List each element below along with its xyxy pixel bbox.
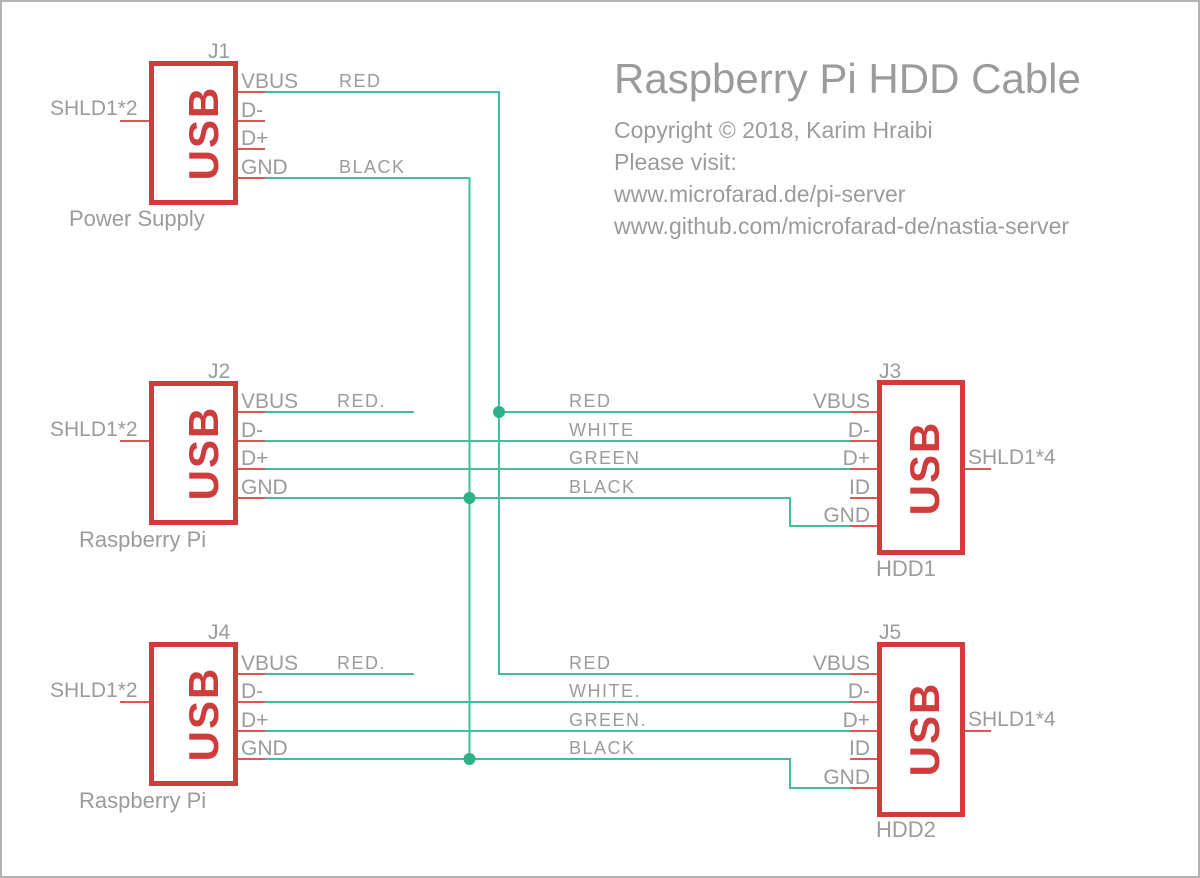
page-title: Raspberry Pi HDD Cable <box>614 55 1081 102</box>
junction-dot-black-mid <box>463 492 476 504</box>
pin-label-j1-gnd: GND <box>241 156 288 179</box>
wire-black-main <box>265 177 471 759</box>
pin-label-j3-id: ID <box>849 476 870 499</box>
pin-label-j2-dminus: D- <box>241 419 264 442</box>
pin-stubs-j5 <box>850 673 991 789</box>
junction-dot-black-low <box>463 753 476 765</box>
pin-label-j5-dplus: D+ <box>842 709 870 732</box>
wire-label-low-white: WHITE. <box>569 681 641 701</box>
wire-label-j4-red: RED. <box>337 653 387 673</box>
pin-label-j1-dplus: D+ <box>241 127 269 150</box>
refdes-j4: J4 <box>208 621 231 644</box>
pin-label-j4-dplus: D+ <box>241 709 269 732</box>
pin-label-j3-dplus: D+ <box>842 447 870 470</box>
wire-black-branch-hdd1 <box>265 497 850 527</box>
wire-label-mid-black: BLACK <box>569 477 636 497</box>
pin-stubs-j3 <box>850 411 991 527</box>
connector-name-j2: Raspberry Pi <box>79 527 207 552</box>
pin-label-j5-dminus: D- <box>847 680 870 703</box>
wire-label-mid-green: GREEN <box>569 448 641 468</box>
net-black-wires <box>265 177 850 789</box>
pin-label-j3-vbus: VBUS <box>812 390 870 413</box>
wire-label-low-red: RED <box>569 653 612 673</box>
pin-label-j4-gnd: GND <box>241 737 288 760</box>
pin-stubs-j2 <box>120 411 265 499</box>
refdes-j1: J1 <box>208 40 231 63</box>
refdes-j2: J2 <box>208 360 231 383</box>
usb-symbol-label-j5: USB <box>901 681 948 777</box>
pin-label-j2-gnd: GND <box>241 476 288 499</box>
connector-body-j3 <box>877 380 965 555</box>
pin-label-j1-vbus: VBUS <box>241 70 299 93</box>
url-github: www.github.com/microfarad-de/nastia-serv… <box>614 213 1070 239</box>
pin-label-j3-dminus: D- <box>847 419 870 442</box>
wire-red-main <box>265 91 850 675</box>
wire-black-branch-hdd2 <box>265 758 850 789</box>
wire-label-low-green: GREEN. <box>569 710 648 730</box>
usb-symbol-label-j4: USB <box>180 666 227 762</box>
pin-label-j5-id: ID <box>849 737 870 760</box>
pin-stubs-j4 <box>120 673 265 760</box>
connector-name-j3: HDD1 <box>876 556 936 581</box>
connector-body-j1 <box>149 61 238 205</box>
pin-label-j3-gnd: GND <box>823 504 870 527</box>
usb-symbol-label-j3: USB <box>901 420 948 516</box>
pin-label-j2-vbus: VBUS <box>241 390 299 413</box>
refdes-j5: J5 <box>879 621 902 644</box>
shield-label-j3: SHLD1*4 <box>968 446 1056 469</box>
pin-label-j4-vbus: VBUS <box>241 652 299 675</box>
net-data-wires <box>265 440 850 732</box>
wire-label-j1-red: RED <box>339 71 382 91</box>
visit-line: Please visit: <box>614 149 737 175</box>
wire-label-j1-black: BLACK <box>339 157 406 177</box>
usb-symbol-label-j2: USB <box>180 405 227 501</box>
wire-label-low-black: BLACK <box>569 738 636 758</box>
junction-dot-red <box>493 406 505 418</box>
shield-label-j2: SHLD1*2 <box>50 418 138 441</box>
connector-name-j5: HDD2 <box>876 817 936 842</box>
pin-stubs-j1 <box>120 91 265 179</box>
title-notes: Copyright © 2018, Karim Hraibi Please vi… <box>614 114 1069 242</box>
refdes-j3: J3 <box>879 360 902 383</box>
wire-label-j2-red: RED. <box>337 391 387 411</box>
pin-label-j5-gnd: GND <box>823 766 870 789</box>
pin-label-j4-dminus: D- <box>241 680 264 703</box>
pin-label-j5-vbus: VBUS <box>812 652 870 675</box>
copyright-line: Copyright © 2018, Karim Hraibi <box>614 117 933 143</box>
connector-body-j5 <box>877 642 965 817</box>
url-microfarad: www.microfarad.de/pi-server <box>614 181 906 207</box>
shield-label-j1: SHLD1*2 <box>50 97 138 120</box>
shield-label-j5: SHLD1*4 <box>968 708 1056 731</box>
net-red-unconnected-stubs <box>265 411 414 675</box>
shield-label-j4: SHLD1*2 <box>50 679 138 702</box>
net-red-wires <box>265 91 850 675</box>
connector-name-j4: Raspberry Pi <box>79 788 207 813</box>
pin-stubs <box>120 91 991 789</box>
usb-symbol-label-j1: USB <box>180 85 227 181</box>
connector-body-j2 <box>149 381 238 525</box>
wire-label-mid-white: WHITE <box>569 420 635 440</box>
wire-label-mid-red: RED <box>569 391 612 411</box>
pin-label-j2-dplus: D+ <box>241 447 269 470</box>
connector-body-j4 <box>149 642 238 786</box>
pin-label-j1-dminus: D- <box>241 99 264 122</box>
connector-name-j1: Power Supply <box>69 206 205 231</box>
junction-dots <box>463 406 505 765</box>
